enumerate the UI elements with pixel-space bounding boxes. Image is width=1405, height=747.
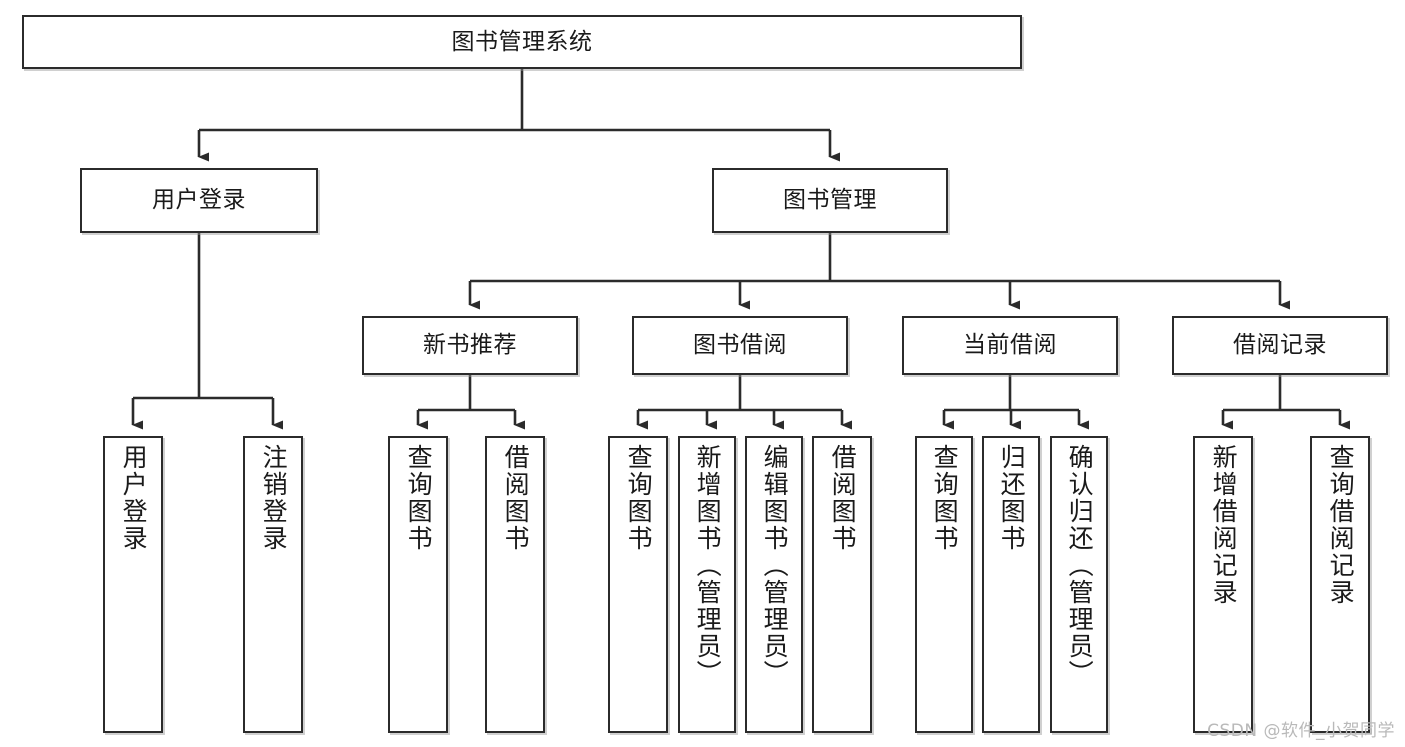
node-label: 新增借阅记录 xyxy=(1209,444,1239,606)
node-leaf-5: 查询图书 xyxy=(608,436,668,733)
node-label: 注销登录 xyxy=(259,444,289,552)
node-leaf-8: 借阅图书 xyxy=(812,436,872,733)
node-label: 新增图书（管理员） xyxy=(693,444,723,687)
node-leaf-6: 新增图书（管理员） xyxy=(678,436,736,733)
node-label: 编辑图书（管理员） xyxy=(760,444,790,687)
node-book-manage: 图书管理 xyxy=(712,168,948,233)
node-leaf-4: 借阅图书 xyxy=(485,436,545,733)
node-label: 查询图书 xyxy=(624,444,654,552)
node-leaf-2: 注销登录 xyxy=(243,436,303,733)
node-label: 借阅图书 xyxy=(501,444,531,552)
node-leaf-12: 新增借阅记录 xyxy=(1193,436,1253,733)
node-label: 图书管理 xyxy=(783,187,877,214)
node-label: 归还图书 xyxy=(997,444,1027,552)
node-label: 查询图书 xyxy=(404,444,434,552)
node-label: 当前借阅 xyxy=(963,332,1057,359)
node-label: 用户登录 xyxy=(152,187,246,214)
node-leaf-11: 确认归还（管理员） xyxy=(1050,436,1108,733)
node-user-login: 用户登录 xyxy=(80,168,318,233)
node-label: 确认归还（管理员） xyxy=(1065,444,1095,687)
node-book-borrow: 图书借阅 xyxy=(632,316,848,375)
node-borrow-log: 借阅记录 xyxy=(1172,316,1388,375)
node-root: 图书管理系统 xyxy=(22,15,1022,69)
node-new-book-rec: 新书推荐 xyxy=(362,316,578,375)
node-label: 借阅图书 xyxy=(828,444,858,552)
node-leaf-13: 查询借阅记录 xyxy=(1310,436,1370,733)
node-label: 图书管理系统 xyxy=(451,28,593,55)
node-leaf-1: 用户登录 xyxy=(103,436,163,733)
node-leaf-10: 归还图书 xyxy=(982,436,1040,733)
node-leaf-9: 查询图书 xyxy=(915,436,973,733)
node-label: 查询借阅记录 xyxy=(1326,444,1356,606)
node-label: 图书借阅 xyxy=(693,332,787,359)
node-leaf-7: 编辑图书（管理员） xyxy=(745,436,803,733)
node-label: 查询图书 xyxy=(930,444,960,552)
node-label: 借阅记录 xyxy=(1233,332,1327,359)
node-leaf-3: 查询图书 xyxy=(388,436,448,733)
node-label: 用户登录 xyxy=(119,444,149,552)
node-cur-borrow: 当前借阅 xyxy=(902,316,1118,375)
node-label: 新书推荐 xyxy=(423,332,517,359)
